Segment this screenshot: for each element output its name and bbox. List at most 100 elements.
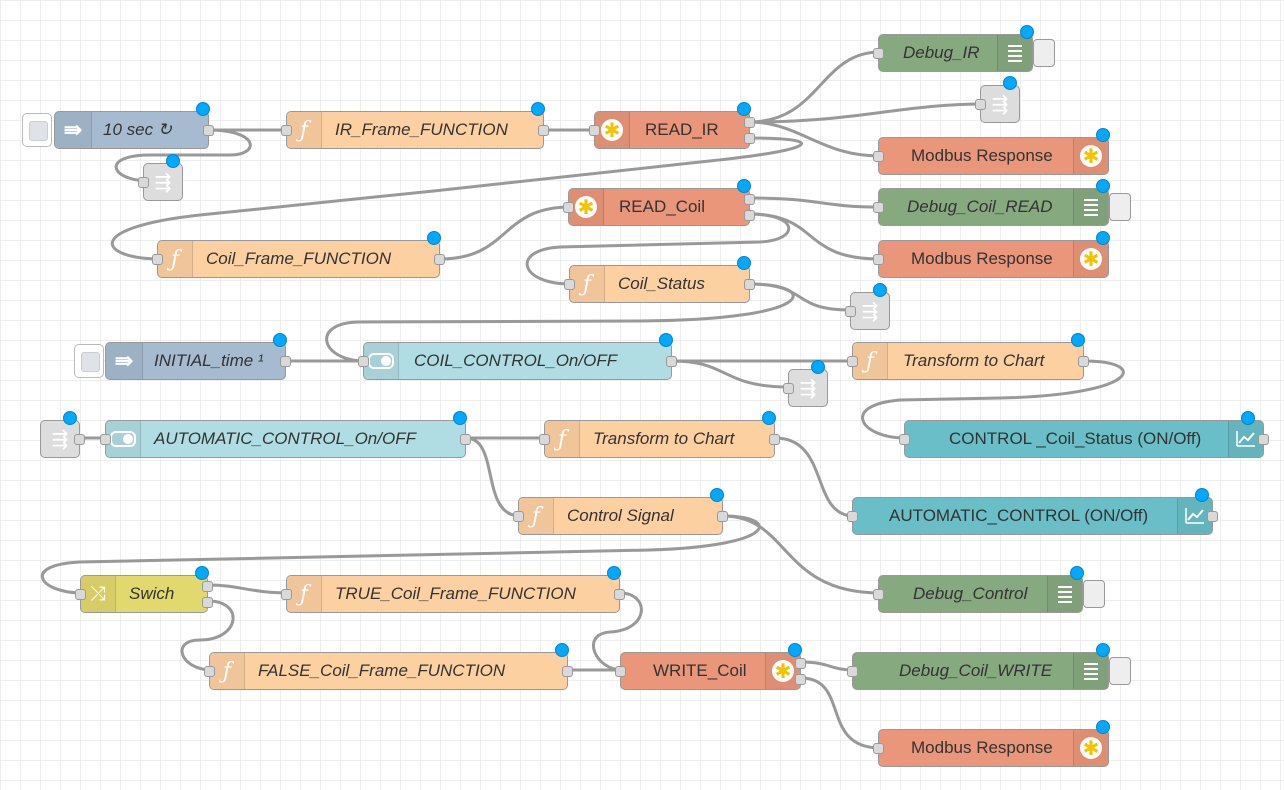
switch-branch-icon: ⤨	[81, 576, 116, 612]
wire	[207, 583, 291, 595]
node-debug-coil-read[interactable]: Debug_Coil_READ	[873, 179, 1110, 226]
node-ir-frame-function[interactable]: ƒ IR_Frame_FUNCTION	[281, 102, 549, 149]
wire	[800, 676, 881, 750]
node-initial-time-inject[interactable]: ⇛ INITIAL_time ¹	[105, 333, 291, 380]
link-in-node[interactable]: ⇶	[40, 411, 85, 458]
node-coil-status[interactable]: ƒ Coil_Status	[564, 256, 755, 303]
link-out-node[interactable]: ⇶	[845, 283, 890, 330]
output-port[interactable]	[744, 117, 755, 128]
node-read-coil[interactable]: ✱ READ_Coil	[563, 179, 755, 226]
wire	[748, 102, 986, 124]
input-port[interactable]	[615, 666, 626, 677]
output-port[interactable]	[1207, 511, 1218, 522]
node-swich[interactable]: ⤨ Swich	[75, 566, 213, 613]
node-10sec-inject[interactable]: ⇛ 10 sec ↻	[54, 102, 214, 149]
node-modbus-response[interactable]: Modbus Response ✱	[873, 720, 1110, 767]
input-port[interactable]	[783, 383, 794, 394]
input-port[interactable]	[847, 356, 858, 367]
output-port[interactable]	[744, 279, 755, 290]
input-port[interactable]	[847, 511, 858, 522]
output-port[interactable]	[744, 133, 755, 144]
input-port[interactable]	[152, 254, 163, 265]
input-port[interactable]	[975, 99, 986, 110]
node-label: Modbus Response	[911, 738, 1053, 757]
output-port[interactable]	[202, 597, 213, 608]
input-port[interactable]	[358, 356, 369, 367]
input-port[interactable]	[563, 202, 574, 213]
output-port[interactable]	[460, 434, 471, 445]
node-false-coil-frame-function[interactable]: ƒ FALSE_Coil_Frame_FUNCTION	[204, 643, 573, 690]
debug-toggle-button[interactable]	[1109, 657, 1131, 685]
node-debug-coil-write[interactable]: Debug_Coil_WRITE	[847, 643, 1110, 690]
node-control-signal[interactable]: ƒ Control Signal	[513, 488, 728, 535]
node-transform-to-chart[interactable]: ƒ Transform to Chart	[847, 333, 1089, 380]
node-debug-control[interactable]: Debug_Control	[873, 566, 1084, 613]
inject-trigger-button[interactable]	[22, 113, 52, 147]
input-port[interactable]	[513, 511, 524, 522]
input-port[interactable]	[873, 589, 884, 600]
debug-toggle-button[interactable]	[1083, 580, 1105, 608]
node-label: Control Signal	[567, 506, 674, 525]
node-label: Modbus Response	[911, 249, 1053, 268]
input-port[interactable]	[847, 666, 858, 677]
output-port[interactable]	[562, 666, 573, 677]
input-port[interactable]	[589, 125, 600, 136]
output-port[interactable]	[1078, 356, 1089, 367]
output-port[interactable]	[795, 658, 806, 669]
link-out-node[interactable]: ⇶	[783, 360, 828, 407]
input-port[interactable]	[138, 177, 149, 188]
changed-indicator	[427, 231, 441, 245]
changed-indicator	[196, 102, 210, 116]
output-port[interactable]	[769, 434, 780, 445]
input-port[interactable]	[873, 743, 884, 754]
output-port[interactable]	[614, 589, 625, 600]
node-automatic-control-chart[interactable]: AUTOMATIC_CONTROL (ON/Off)	[847, 488, 1218, 535]
output-port[interactable]	[538, 125, 549, 136]
node-true-coil-frame-function[interactable]: ƒ TRUE_Coil_Frame_FUNCTION	[281, 566, 625, 613]
node-label: READ_IR	[645, 120, 719, 139]
debug-toggle-button[interactable]	[1033, 39, 1055, 67]
node-write-coil[interactable]: WRITE_Coil ✱	[615, 643, 806, 690]
changed-indicator	[737, 256, 751, 270]
node-transform-to-chart[interactable]: ƒ Transform to Chart	[539, 411, 780, 458]
input-port[interactable]	[873, 254, 884, 265]
input-port[interactable]	[873, 202, 884, 213]
node-coil-control-switch[interactable]: COIL_CONTROL_On/OFF	[358, 333, 677, 380]
input-port[interactable]	[75, 589, 86, 600]
output-port[interactable]	[202, 581, 213, 592]
output-port[interactable]	[74, 434, 85, 445]
link-out-node[interactable]: ⇶	[975, 76, 1020, 123]
node-label: Transform to Chart	[593, 429, 735, 448]
wire	[180, 599, 235, 672]
output-port[interactable]	[666, 356, 677, 367]
input-port[interactable]	[564, 279, 575, 290]
output-port[interactable]	[280, 356, 291, 367]
node-modbus-response[interactable]: Modbus Response ✱	[873, 231, 1110, 278]
link-out-node[interactable]: ⇶	[138, 154, 183, 201]
output-port[interactable]	[717, 511, 728, 522]
node-label: COIL_CONTROL_On/OFF	[414, 351, 618, 370]
debug-toggle-button[interactable]	[1109, 193, 1131, 221]
input-port[interactable]	[845, 306, 856, 317]
input-port[interactable]	[281, 125, 292, 136]
output-port[interactable]	[434, 254, 445, 265]
input-port[interactable]	[899, 434, 910, 445]
input-port[interactable]	[873, 151, 884, 162]
output-port[interactable]	[744, 194, 755, 205]
output-port[interactable]	[1258, 434, 1269, 445]
node-debug-ir[interactable]: Debug_IR	[873, 25, 1034, 72]
node-automatic-control-switch[interactable]: AUTOMATIC_CONTROL_On/OFF	[100, 411, 471, 458]
input-port[interactable]	[873, 48, 884, 59]
input-port[interactable]	[100, 434, 111, 445]
output-port[interactable]	[744, 210, 755, 221]
node-read-ir[interactable]: ✱ READ_IR	[589, 102, 755, 149]
input-port[interactable]	[539, 434, 550, 445]
input-port[interactable]	[281, 589, 292, 600]
input-port[interactable]	[204, 666, 215, 677]
node-coil-frame-function[interactable]: ƒ Coil_Frame_FUNCTION	[152, 231, 445, 278]
output-port[interactable]	[795, 674, 806, 685]
node-modbus-response[interactable]: Modbus Response ✱	[873, 128, 1110, 175]
output-port[interactable]	[203, 125, 214, 136]
node-control-coil-status-chart[interactable]: CONTROL _Coil_Status (ON/Off)	[899, 411, 1269, 458]
inject-trigger-button[interactable]	[74, 344, 104, 378]
